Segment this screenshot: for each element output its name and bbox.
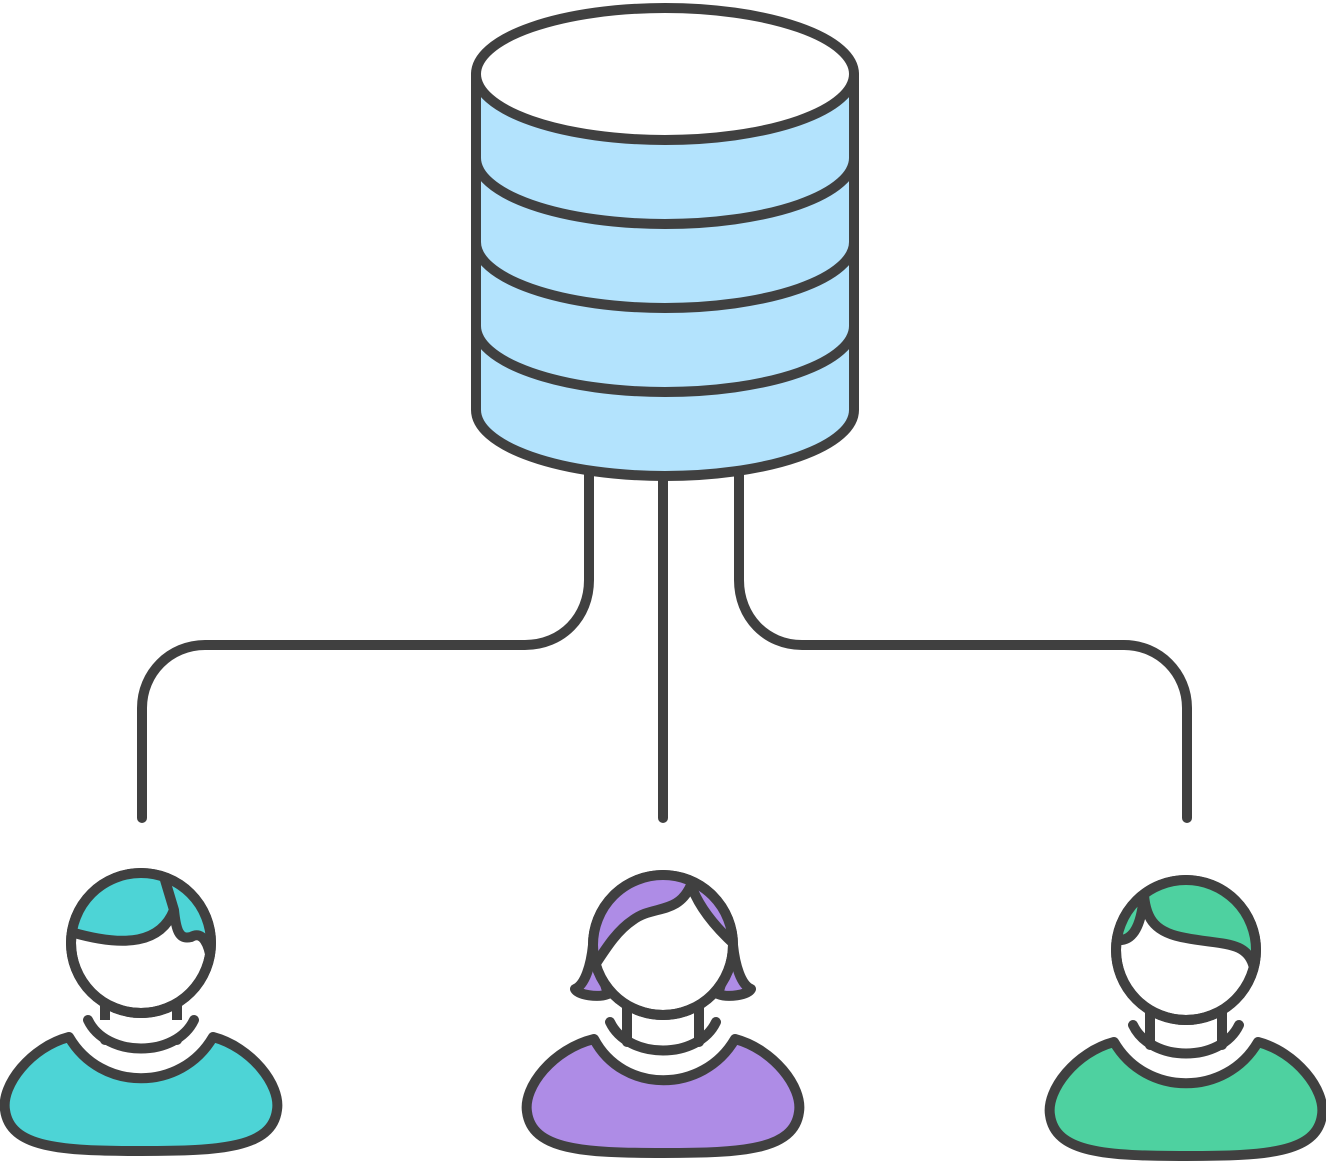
connector-left xyxy=(137,465,594,823)
user-center-body xyxy=(521,1034,805,1158)
user-right-body xyxy=(1044,1037,1326,1161)
user-left-body xyxy=(0,1032,283,1156)
user-center-icon xyxy=(521,870,805,1158)
database-icon xyxy=(471,3,859,481)
user-right-icon xyxy=(1044,875,1326,1161)
user-left-icon xyxy=(0,868,283,1156)
connector-right xyxy=(734,465,1192,823)
connectors xyxy=(137,465,1192,823)
